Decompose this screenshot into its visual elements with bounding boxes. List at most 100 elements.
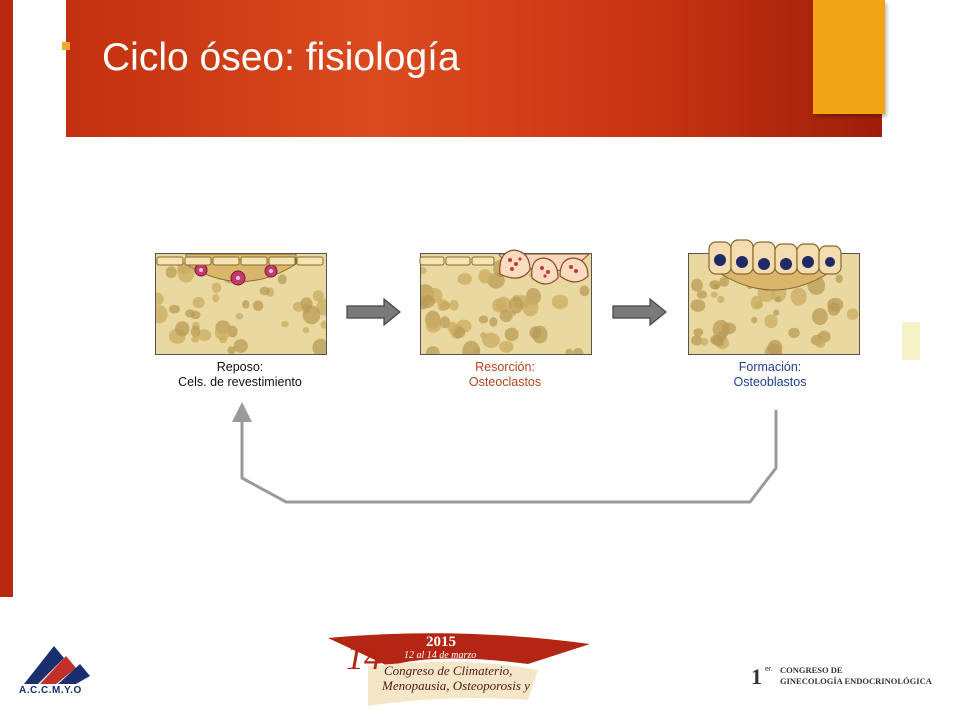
bone-pore: [691, 335, 703, 346]
bone-pore: [579, 285, 590, 297]
bone-pore: [426, 346, 440, 354]
bone-pore: [227, 346, 236, 354]
resorption-stage-caption: Resorción: Osteoclastos: [395, 360, 615, 390]
bone-pore: [235, 312, 244, 320]
bone-pore: [281, 320, 289, 328]
bone-pore: [156, 292, 164, 306]
bone-pore: [214, 324, 231, 341]
osteoclast-cells: [499, 249, 589, 285]
bone-pore: [242, 300, 250, 309]
congress-dates: 12 al 14 de marzo: [404, 650, 477, 661]
bone-pore: [721, 322, 737, 335]
congress-title-line1: Congreso de Climaterio,: [384, 663, 513, 678]
congress-year: 2015: [426, 634, 456, 650]
bone-pore: [522, 297, 539, 317]
bone-pore: [788, 327, 800, 339]
cycle-return-arrow: [232, 402, 778, 504]
bone-pore: [447, 321, 458, 333]
bone-pore: [457, 273, 472, 285]
bone-pore: [302, 327, 310, 334]
bone-pore: [233, 339, 248, 353]
bone-pore: [710, 291, 718, 298]
accmyo-logo: [24, 646, 90, 684]
bone-pore: [169, 304, 180, 314]
second-congress-superscript: er.: [765, 666, 773, 673]
bone-pore: [478, 269, 492, 284]
lining-cells: [156, 256, 324, 266]
bone-pore: [751, 316, 758, 324]
second-congress-number: 1: [751, 664, 762, 689]
bone-pore: [700, 338, 709, 346]
lining-cells-partial: [419, 256, 495, 266]
bone-pore: [449, 299, 459, 311]
second-congress-line1: CONGRESO DE: [780, 665, 843, 675]
bone-pore: [767, 339, 783, 354]
bone-pore: [492, 298, 506, 313]
bone-pore: [320, 320, 326, 329]
bone-pore: [191, 336, 200, 343]
bone-pore: [529, 326, 542, 339]
bone-pore: [185, 309, 195, 318]
bone-pore: [156, 305, 168, 324]
bone-pore: [312, 338, 326, 354]
formation-stage-caption: Formación: Osteoblastos: [660, 360, 880, 390]
bone-pore: [712, 284, 720, 290]
bone-pore: [691, 278, 703, 292]
bone-pore: [312, 290, 324, 302]
bone-pore: [219, 335, 228, 344]
bone-pore: [773, 309, 780, 316]
side-marker: [902, 322, 920, 360]
caption-line: Reposo:: [216, 360, 264, 374]
bone-pore: [835, 274, 843, 283]
bone-pore: [551, 294, 569, 310]
arrow-right-icon: [346, 298, 401, 326]
bone-pore: [227, 325, 238, 338]
bone-pore: [439, 316, 451, 329]
bone-pore: [259, 286, 270, 296]
bone-pore: [696, 290, 708, 299]
congress-title-line2: Menopausia, Osteoporosis y: [382, 678, 530, 693]
bone-pore: [478, 315, 489, 324]
arrow-right-icon: [612, 298, 667, 326]
congress-banner-logo: [328, 633, 590, 706]
bone-pore: [719, 276, 730, 287]
bone-pore: [304, 313, 312, 320]
slide-title: Ciclo óseo: fisiología: [102, 36, 460, 79]
bone-pore: [812, 308, 828, 326]
bone-pore: [790, 287, 807, 306]
bone-pore: [489, 317, 498, 327]
bone-pore: [499, 340, 514, 353]
bone-pore: [827, 302, 841, 316]
caption-line: Formación:: [738, 360, 802, 374]
bone-pore: [504, 327, 519, 342]
bone-pore: [754, 301, 763, 309]
bone-pore: [421, 294, 435, 309]
bone-pore: [565, 348, 573, 354]
bone-pore: [482, 332, 500, 348]
bone-pore: [764, 314, 778, 329]
congress-number: 14: [346, 637, 382, 677]
bone-pore: [508, 296, 524, 314]
bone-pore: [166, 270, 175, 278]
orange-accent-block: [813, 0, 885, 114]
bone-pore: [573, 347, 584, 354]
bone-pore: [421, 267, 427, 275]
osteoblast-cells: [708, 239, 842, 275]
bone-pore: [211, 282, 222, 294]
bone-pore: [190, 326, 201, 338]
caption-line: Osteoblastos: [733, 375, 807, 389]
bone-pore: [175, 321, 190, 337]
caption-line: Resorción:: [475, 360, 535, 374]
bone-pore: [693, 328, 704, 337]
bone-pore: [774, 296, 782, 303]
bone-pore: [690, 299, 706, 312]
title-bullet: [62, 42, 70, 50]
bone-pore: [437, 299, 448, 311]
accmyo-logo-text: A.C.C.M.Y.O: [19, 685, 82, 696]
bone-pore: [302, 305, 321, 325]
bone-pore: [717, 295, 725, 303]
title-banner: [66, 0, 882, 137]
bone-pore: [499, 309, 513, 323]
caption-line: Cels. de revestimiento: [178, 375, 302, 389]
bone-pore: [712, 336, 724, 347]
